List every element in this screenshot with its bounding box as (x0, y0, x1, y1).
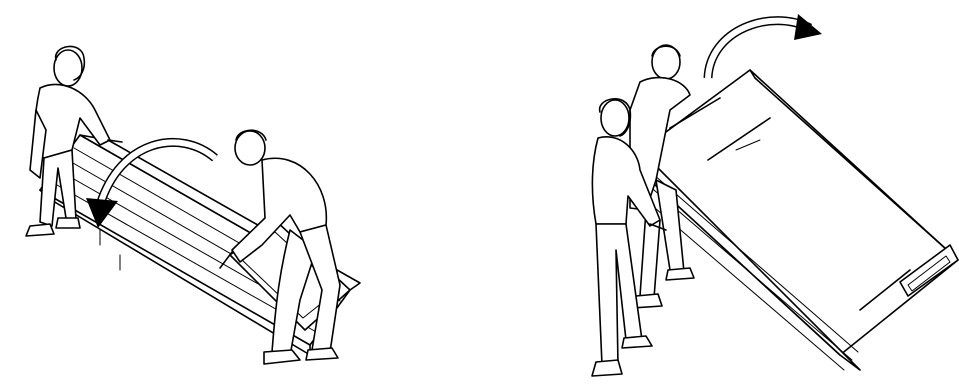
step-1-drawing (0, 0, 480, 390)
step-2-drawing (480, 0, 959, 390)
step-1-panel (0, 0, 480, 390)
step-2-panel (480, 0, 959, 390)
rotate-arrow-cw-icon (708, 14, 822, 78)
